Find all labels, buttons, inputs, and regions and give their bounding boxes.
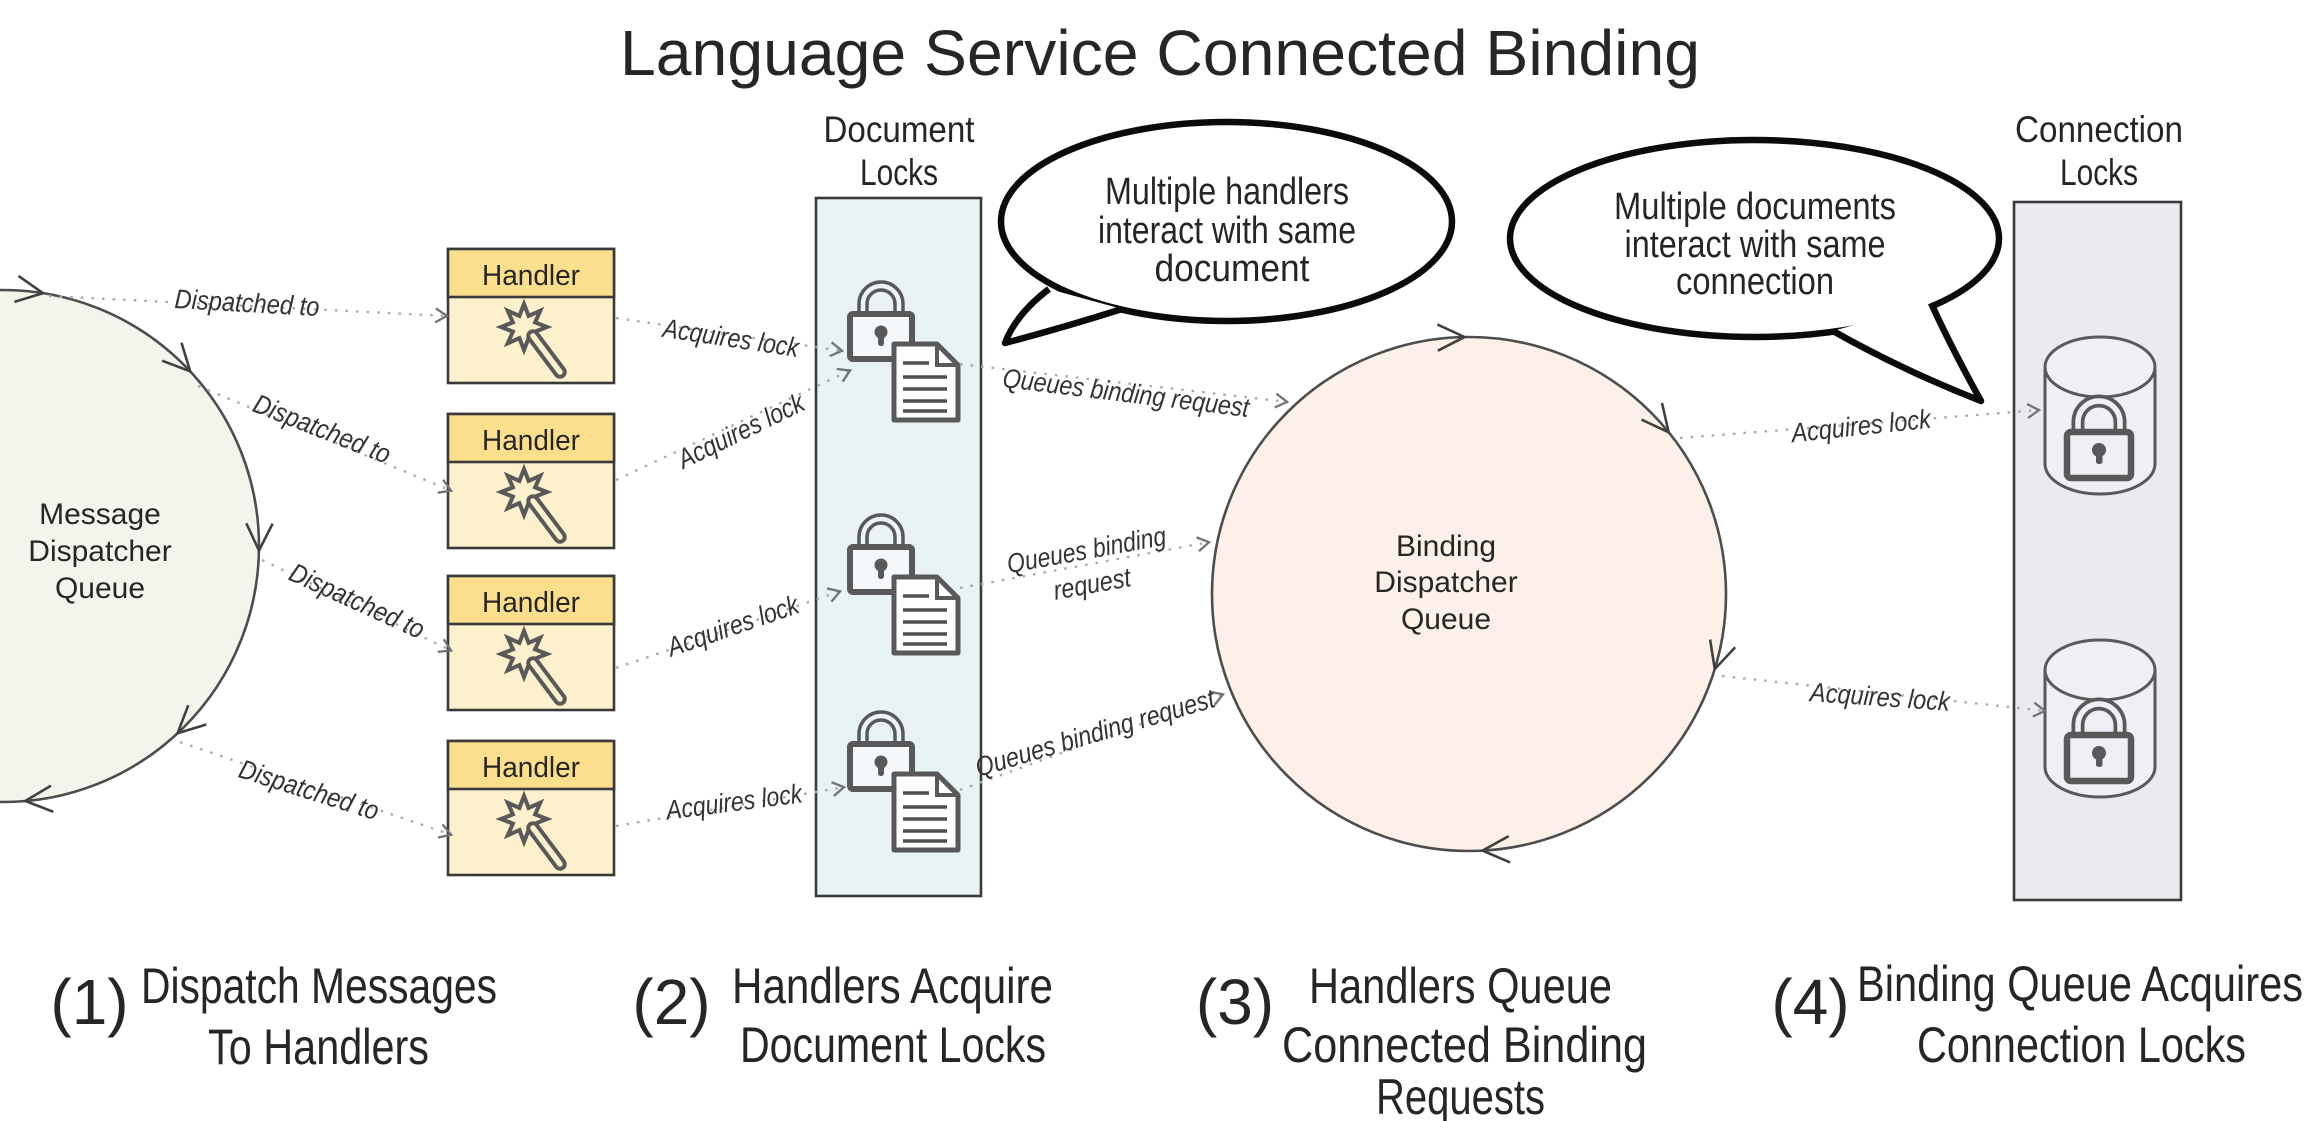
svg-text:Acquires lock: Acquires lock bbox=[1807, 677, 1952, 717]
svg-text:document: document bbox=[1155, 248, 1310, 290]
svg-text:Language Service Connected Bin: Language Service Connected Binding bbox=[620, 17, 1700, 89]
svg-text:Handlers Acquire: Handlers Acquire bbox=[732, 958, 1053, 1014]
svg-text:(3): (3) bbox=[1196, 966, 1274, 1038]
svg-text:connection: connection bbox=[1676, 261, 1834, 303]
svg-text:Acquires lock: Acquires lock bbox=[671, 387, 810, 475]
svg-text:Acquires lock: Acquires lock bbox=[659, 313, 802, 363]
svg-text:Queues binding request: Queues binding request bbox=[972, 683, 1220, 783]
svg-text:Connection Locks: Connection Locks bbox=[1917, 1017, 2246, 1073]
svg-text:Document: Document bbox=[824, 109, 976, 150]
svg-text:Acquires lock: Acquires lock bbox=[1788, 404, 1933, 449]
svg-text:Locks: Locks bbox=[2060, 152, 2138, 193]
svg-text:Queues binding request: Queues binding request bbox=[1001, 363, 1252, 423]
svg-text:Dispatched to: Dispatched to bbox=[235, 754, 382, 826]
svg-text:interact with same: interact with same bbox=[1098, 210, 1356, 252]
svg-text:Document Locks: Document Locks bbox=[740, 1017, 1046, 1073]
svg-text:Multiple documents: Multiple documents bbox=[1614, 186, 1896, 228]
svg-text:Binding Queue Acquires: Binding Queue Acquires bbox=[1857, 956, 2303, 1012]
svg-text:Locks: Locks bbox=[860, 152, 938, 193]
svg-text:Message: Message bbox=[39, 498, 161, 531]
svg-text:(4): (4) bbox=[1771, 966, 1849, 1038]
svg-text:Acquires lock: Acquires lock bbox=[662, 778, 805, 826]
svg-text:(1): (1) bbox=[50, 966, 128, 1038]
svg-text:Connected Binding: Connected Binding bbox=[1282, 1017, 1647, 1073]
svg-text:interact with same: interact with same bbox=[1625, 224, 1886, 266]
svg-text:Dispatched to: Dispatched to bbox=[174, 284, 320, 322]
svg-text:Dispatched to: Dispatched to bbox=[249, 388, 395, 469]
svg-text:Dispatcher: Dispatcher bbox=[1374, 566, 1517, 599]
svg-text:Handlers Queue: Handlers Queue bbox=[1309, 958, 1612, 1014]
svg-text:Connection: Connection bbox=[2015, 109, 2183, 150]
svg-text:Requests: Requests bbox=[1376, 1069, 1545, 1121]
svg-text:Dispatched to: Dispatched to bbox=[285, 557, 429, 644]
svg-text:Queue: Queue bbox=[55, 572, 145, 605]
svg-text:Queue: Queue bbox=[1401, 603, 1491, 636]
svg-text:Acquires lock: Acquires lock bbox=[662, 589, 804, 663]
svg-text:(2): (2) bbox=[632, 966, 710, 1038]
svg-text:Multiple handlers: Multiple handlers bbox=[1105, 171, 1349, 213]
svg-text:To Handlers: To Handlers bbox=[208, 1019, 429, 1075]
svg-text:Dispatch Messages: Dispatch Messages bbox=[141, 958, 497, 1014]
svg-text:Dispatcher: Dispatcher bbox=[28, 535, 171, 568]
svg-text:Binding: Binding bbox=[1396, 530, 1496, 563]
